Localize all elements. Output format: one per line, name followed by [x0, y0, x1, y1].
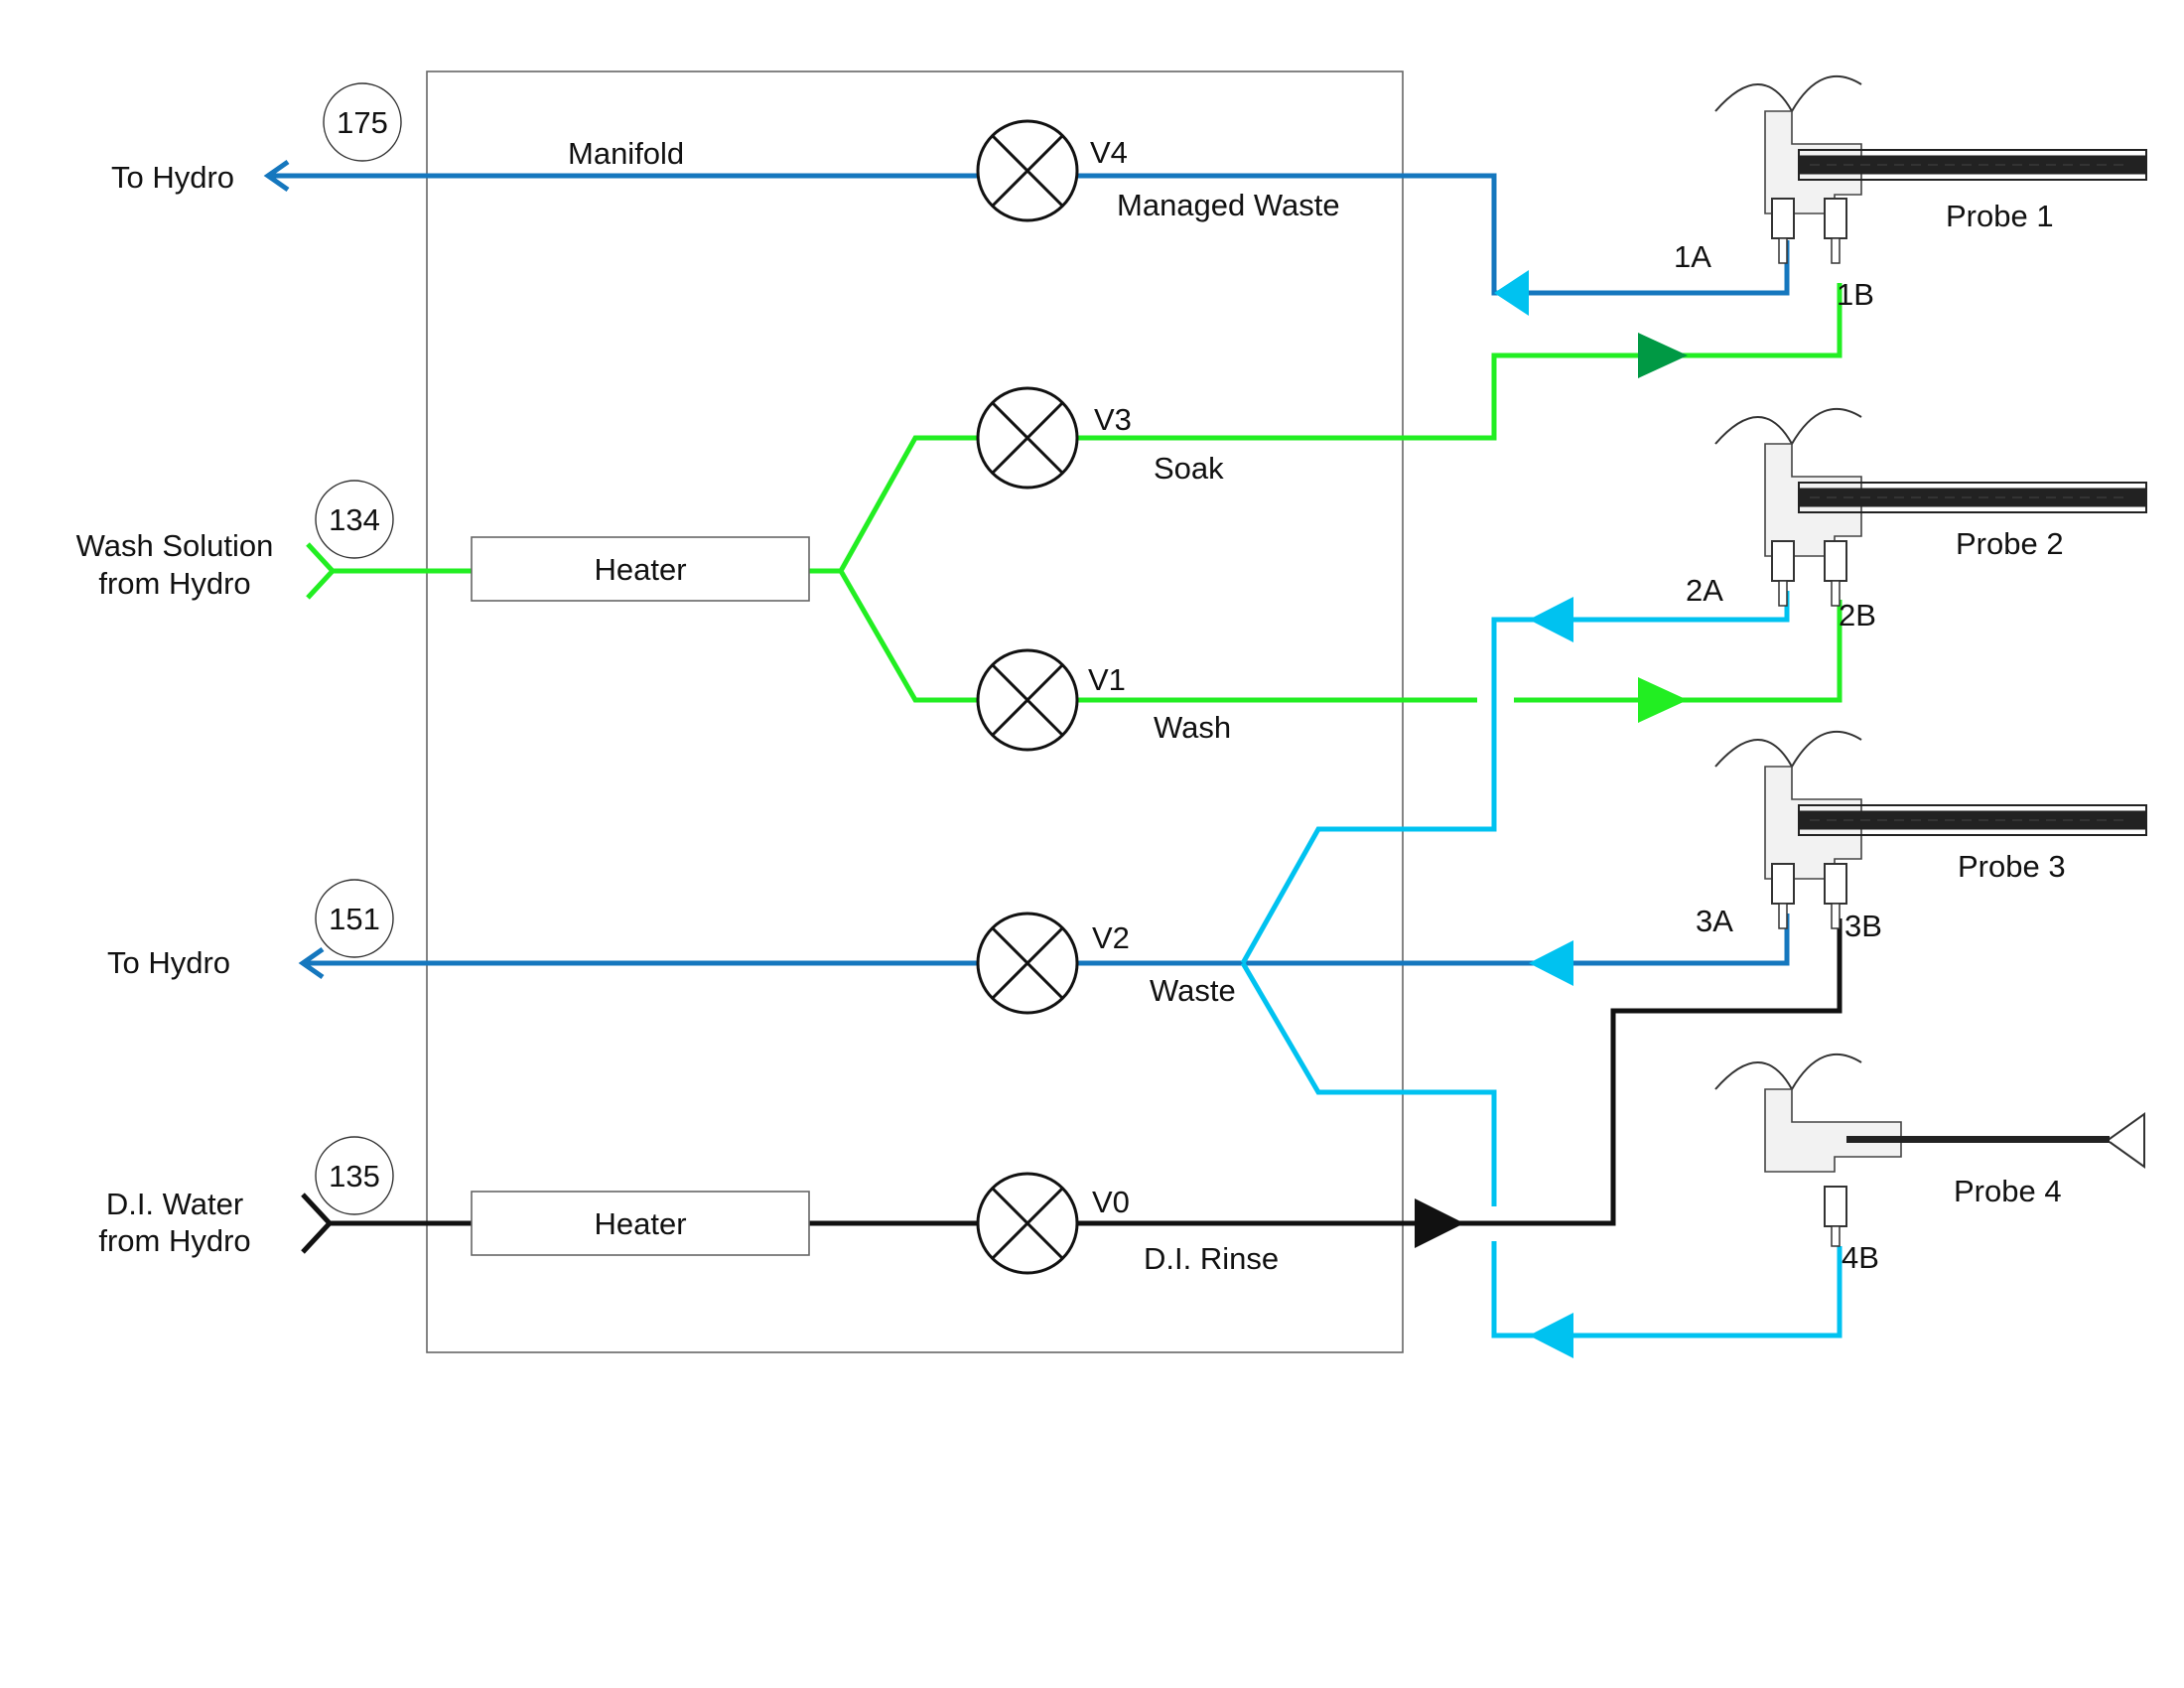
valve-v0-label: V0: [1092, 1185, 1130, 1219]
pipe-wash-inlet: [306, 542, 472, 600]
svg-text:175: 175: [337, 105, 388, 140]
port-2b-label: 2B: [1839, 598, 1876, 633]
probe-1-label: Probe 1: [1946, 199, 2054, 233]
heater-bottom-label: Heater: [594, 1206, 686, 1241]
pipe-wash-branch: [809, 435, 978, 703]
arrow-managed-waste: [1494, 270, 1529, 316]
arrow-to-hydro-bottom: [298, 946, 325, 980]
pipe-waste: [303, 914, 1790, 966]
pipe-wash: [1077, 600, 1843, 703]
di-rinse-label: D.I. Rinse: [1144, 1241, 1279, 1276]
valve-v4[interactable]: [976, 119, 1079, 222]
arrow-wash: [1638, 677, 1688, 723]
managed-waste-label: Managed Waste: [1117, 188, 1340, 222]
valve-v0[interactable]: [976, 1172, 1079, 1275]
manifold-label: Manifold: [568, 136, 684, 171]
heater-bottom: [471, 1191, 810, 1256]
port-1a-label: 1A: [1674, 239, 1711, 274]
valve-v2[interactable]: [976, 912, 1079, 1015]
valve-v2-label: V2: [1092, 920, 1130, 955]
pipe-waste-return-probe2: [1240, 591, 1790, 965]
svg-text:134: 134: [329, 502, 380, 537]
port-2a-label: 2A: [1686, 573, 1723, 608]
probe-3-label: Probe 3: [1958, 849, 2066, 884]
port-3a-label: 3A: [1696, 904, 1733, 938]
pipe-waste-return-probe4-lower: [1491, 1241, 1843, 1338]
to-hydro-bottom-label: To Hydro: [107, 945, 230, 980]
to-hydro-top-label: To Hydro: [111, 160, 234, 195]
arrow-waste-probe4: [1529, 1313, 1573, 1358]
valve-v3-label: V3: [1094, 402, 1132, 437]
arrow-soak: [1638, 333, 1688, 378]
arrow-waste-probe2: [1529, 597, 1573, 642]
ref-151: 151: [315, 879, 394, 958]
heater-top: [471, 536, 810, 602]
probe-4-label: Probe 4: [1954, 1174, 2062, 1208]
port-1b-label: 1B: [1837, 277, 1874, 312]
pipe-di-inlet: [301, 1193, 472, 1254]
valve-v1[interactable]: [976, 648, 1079, 752]
port-3b-label: 3B: [1844, 909, 1882, 943]
svg-text:151: 151: [329, 902, 380, 936]
soak-label: Soak: [1154, 451, 1224, 486]
wash-source-line2: from Hydro: [98, 566, 250, 601]
ref-134: 134: [315, 480, 394, 559]
wash-label: Wash: [1154, 710, 1231, 745]
port-4b-label: 4B: [1842, 1240, 1879, 1275]
pipe-waste-return-probe4: [1240, 961, 1497, 1206]
wash-source-line1: Wash Solution: [76, 528, 274, 563]
pipe-soak: [1077, 283, 1843, 441]
ref-135: 135: [315, 1136, 394, 1215]
arrow-di-rinse: [1415, 1198, 1464, 1248]
manifold-box: [426, 70, 1404, 1353]
heater-top-label: Heater: [594, 552, 686, 587]
arrow-waste-probe3: [1529, 940, 1573, 986]
valve-v1-label: V1: [1088, 662, 1126, 697]
di-source-line1: D.I. Water: [106, 1187, 243, 1221]
di-source-line2: from Hydro: [98, 1223, 250, 1258]
ref-175: 175: [323, 82, 402, 162]
pipes: [268, 173, 1843, 1338]
probe-2-drawing: [1714, 407, 2147, 607]
waste-label: Waste: [1150, 973, 1236, 1008]
probe-2-label: Probe 2: [1956, 526, 2064, 561]
valve-v3[interactable]: [976, 386, 1079, 490]
svg-text:135: 135: [329, 1159, 380, 1194]
valve-v4-label: V4: [1090, 135, 1128, 170]
probe-3-drawing: [1714, 730, 2147, 929]
probe-4-drawing: [1714, 1053, 2145, 1247]
arrow-to-hydro-top: [263, 159, 290, 193]
probe-1-drawing: [1714, 74, 2147, 264]
pipe-di-rinse: [809, 918, 1843, 1226]
flow-arrows: [263, 159, 1688, 1358]
